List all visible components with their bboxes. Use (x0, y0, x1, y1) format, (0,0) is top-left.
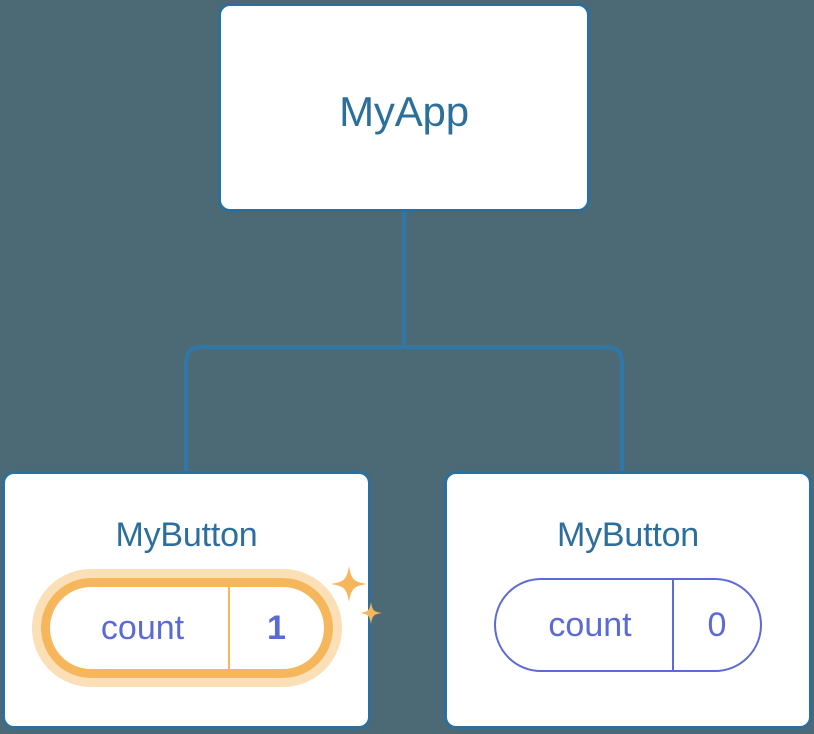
state-pill-child-1[interactable]: count 0 (494, 578, 762, 672)
sparkle-large-icon (330, 566, 367, 602)
node-title-child-1: MyButton (556, 516, 700, 554)
connector-branch-right (404, 345, 624, 471)
state-pill-wrapper-child-1: count 0 (494, 578, 762, 672)
node-title-child-0: MyButton (115, 516, 258, 554)
state-pill-highlight-holder: count 1 (31, 566, 382, 687)
connector-branch-left (184, 345, 404, 471)
state-pill-value-child-0: 1 (227, 587, 324, 669)
node-card-child-1[interactable]: MyButton count 0 (444, 471, 812, 729)
state-pill-key-child-0: count (100, 608, 185, 647)
state-pill-key-child-1: count (548, 605, 632, 644)
state-pill-value-child-1: 0 (672, 580, 760, 670)
state-pill-child-0[interactable]: count 1 (40, 578, 333, 678)
state-pill-glow-ring (31, 569, 342, 687)
node-title-root: MyApp (339, 88, 469, 135)
state-pill-wrapper-child-0: count 1 (31, 566, 382, 687)
node-card-child-0[interactable]: MyButton count 1 (2, 471, 382, 729)
node-card-root[interactable]: MyApp (218, 3, 590, 212)
